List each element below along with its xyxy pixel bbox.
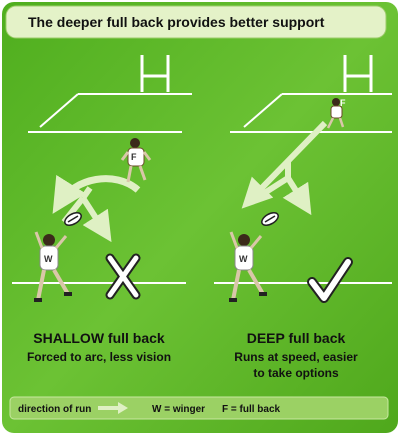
run-diagonal-arrow (241, 120, 328, 216)
fullback-player-left (120, 138, 152, 183)
panel-shallow: F W SHALLOW full back Forced to arc, les… (12, 55, 192, 364)
direction-arrow-icon (98, 402, 128, 414)
header-banner (5, 5, 387, 39)
run-arc-arrow (52, 174, 141, 214)
caption-line-shallow-1: Forced to arc, less vision (27, 350, 171, 364)
cross-mark (105, 253, 141, 300)
winger-player-left (34, 231, 72, 302)
goal-posts-left (140, 55, 170, 92)
header-title: The deeper full back provides better sup… (28, 14, 325, 30)
winger-label-right: W (239, 254, 248, 264)
goal-posts-right (343, 55, 373, 92)
panel-deep: F W DEEP full back Runs at speed, easier… (214, 55, 392, 380)
legend-fullback-key: F = full back (222, 404, 281, 415)
caption-line-deep-1: Runs at speed, easier (234, 350, 358, 364)
winger-player-right (229, 231, 267, 302)
legend-direction-label: direction of run (18, 404, 91, 415)
pitch-lines-right (214, 93, 392, 284)
tick-mark (307, 257, 353, 303)
fullback-label-left: F (131, 152, 137, 162)
fullback-label-right: F (340, 98, 346, 108)
ball-stripe-left (67, 215, 79, 223)
winger-label-left: W (44, 254, 53, 264)
legend-winger-key: W = winger (152, 404, 205, 415)
caption-line-deep-2: to take options (253, 366, 339, 380)
caption-title-deep: DEEP full back (247, 330, 346, 346)
legend-bar (9, 396, 389, 420)
ball-stripe-right (264, 215, 276, 223)
caption-title-shallow: SHALLOW full back (33, 330, 165, 346)
fullback-player-right (326, 98, 345, 129)
